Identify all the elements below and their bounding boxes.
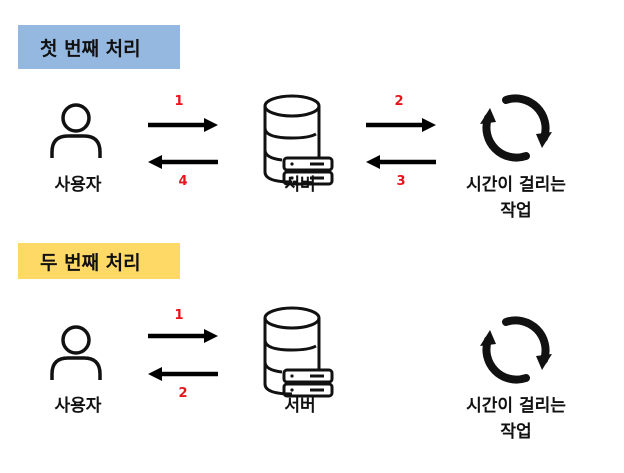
server-label: 서버	[284, 175, 316, 195]
section-1-title: 첫 번째 처리	[18, 25, 180, 69]
task-label-line2: 작업	[500, 422, 532, 442]
task-label-line1: 시간이 걸리는	[466, 396, 566, 416]
step-4: 4	[178, 174, 188, 189]
user-label: 사용자	[54, 396, 102, 416]
task-label-line2: 작업	[500, 201, 532, 221]
section-2-title: 두 번째 처리	[18, 243, 180, 279]
step-2: 2	[394, 94, 404, 109]
user-label: 사용자	[54, 175, 102, 195]
arrow-right-1	[148, 329, 218, 343]
refresh-icon	[480, 316, 552, 384]
server-label: 서버	[284, 396, 316, 416]
arrow-left-3	[366, 155, 436, 169]
arrow-right-1	[148, 118, 218, 132]
server-icon	[263, 306, 334, 398]
arrow-left-2	[148, 367, 218, 381]
user-icon	[50, 325, 102, 380]
arrow-left-4	[148, 155, 218, 169]
step-2: 2	[178, 386, 188, 401]
user-icon	[50, 103, 102, 158]
refresh-icon	[480, 94, 552, 162]
section-2-title-text: 두 번째 처리	[40, 251, 141, 274]
server-icon	[263, 94, 334, 186]
step-1: 1	[174, 94, 184, 109]
step-3: 3	[396, 174, 406, 189]
section-1-title-text: 첫 번째 처리	[40, 37, 141, 60]
task-label-line1: 시간이 걸리는	[466, 175, 566, 195]
step-1: 1	[174, 308, 184, 323]
arrow-right-2	[366, 118, 436, 132]
